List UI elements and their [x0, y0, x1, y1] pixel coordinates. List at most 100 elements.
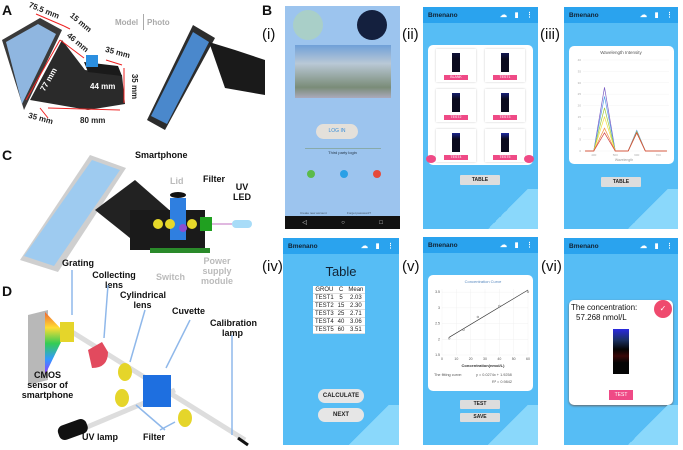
spectrum-series-blank [585, 131, 667, 152]
y-tick-label: 2.5 [435, 322, 440, 326]
more-icon[interactable]: ⋮ [526, 11, 533, 19]
home-icon[interactable]: ○ [341, 219, 345, 226]
test-button[interactable]: TEST [609, 390, 633, 400]
qq-icon[interactable] [340, 170, 348, 178]
screen-login: LOG IN Third party login Create new acco… [285, 6, 400, 229]
fitting-r-squared: R² = 0.9842 [492, 380, 512, 384]
delete-icon[interactable]: ▮ [514, 241, 519, 249]
panel-letter-a: A [2, 2, 13, 18]
dim-depth: 44 mm [90, 82, 116, 91]
check-fab-icon[interactable]: ✓ [654, 300, 672, 318]
campus-gate-image [295, 45, 391, 98]
wechat-icon[interactable] [307, 170, 315, 178]
label-lid: Lid [170, 176, 184, 186]
label-screen-vi: (vi) [541, 258, 562, 275]
y-tick-label: 30 [578, 81, 582, 85]
toggle-divider [143, 14, 144, 30]
label-switch: Switch [156, 272, 186, 282]
fit-line [449, 289, 529, 338]
cloud-upload-icon[interactable]: ☁ [640, 242, 647, 250]
more-icon[interactable]: ⋮ [526, 241, 533, 249]
app-bar: Bmenano ☁ ▮ ⋮ [283, 238, 399, 254]
x-tick-label: 0 [441, 357, 443, 361]
more-icon[interactable]: ⋮ [666, 11, 673, 19]
cmos-sensor [28, 310, 48, 385]
label-screen-v: (v) [402, 258, 420, 275]
delete-icon[interactable]: ▮ [654, 11, 659, 19]
data-point [498, 304, 501, 308]
data-point [476, 315, 479, 319]
sample-tile[interactable]: BLANK [436, 49, 476, 82]
label-uv-led: UV LED [233, 182, 251, 202]
fitting-equation: y = 0.0274x + 1.9258 [476, 373, 512, 377]
internal-structure-illustration [20, 155, 252, 272]
cloud-upload-icon[interactable]: ☁ [640, 11, 647, 19]
cylindrical-lens-part [118, 363, 132, 381]
third-party-login-label: Third party login [328, 150, 357, 155]
y-tick-label: 35 [578, 69, 582, 73]
optical-path-diagram [28, 270, 249, 447]
logo-left-icon [293, 10, 323, 40]
more-icon[interactable]: ⋮ [666, 242, 673, 250]
table-button[interactable]: TABLE [460, 175, 500, 185]
cloud-upload-icon[interactable]: ☁ [500, 11, 507, 19]
x-axis-label: Concentration(nmol/L) [462, 363, 506, 368]
sample-tile[interactable]: TEST4 [436, 129, 476, 162]
test-strip-image [613, 329, 629, 374]
dim-base: 80 mm [80, 116, 106, 125]
uv-lamp-part [57, 419, 88, 441]
label-screen-iii: (iii) [540, 26, 560, 43]
weibo-icon[interactable] [373, 170, 381, 178]
test-button[interactable]: TEST [460, 400, 500, 409]
spectrum [45, 312, 62, 375]
x-tick-label: 30 [483, 357, 487, 361]
y-tick-label: 10 [578, 126, 582, 130]
create-account-link[interactable]: Create new account [300, 211, 327, 215]
delete-icon[interactable]: ▮ [514, 11, 519, 19]
spectrum-chart: Wavelength Intensity 0510152025303540400… [578, 50, 669, 162]
x-tick-label: 60 [526, 357, 530, 361]
calculate-button[interactable]: CALCULATE [318, 389, 364, 403]
back-icon[interactable]: ◁ [302, 220, 307, 226]
app-bar: Bmenano ☁ ▮ ⋮ [423, 237, 538, 253]
table-button[interactable]: TABLE [601, 177, 641, 187]
sample-tile[interactable]: TEST2 [436, 89, 476, 122]
login-button[interactable]: LOG IN [316, 124, 358, 139]
next-fab[interactable] [524, 155, 534, 163]
prev-fab[interactable] [426, 155, 436, 163]
app-title: Bmenano [428, 241, 458, 249]
x-tick-label: 400 [591, 153, 596, 157]
x-axis-label: Wavelength [615, 158, 633, 162]
delete-icon[interactable]: ▮ [654, 242, 659, 250]
label-collecting-lens: Collecting lens [92, 270, 136, 290]
cloud-upload-icon[interactable]: ☁ [361, 242, 368, 250]
nav-bar: ◁ ○ □ [285, 216, 400, 229]
screen-samples: Bmenano ☁ ▮ ⋮ BLANK TEST1 TEST2 TEST3 TE… [423, 7, 538, 229]
x-tick-label: 600 [634, 153, 639, 157]
sample-tile[interactable]: TEST1 [485, 49, 525, 82]
dim-height: 35 mm [130, 73, 140, 100]
recents-icon[interactable]: □ [379, 219, 383, 226]
fitting-curve-label: The fitting curve: [434, 373, 463, 377]
sample-tile[interactable]: TEST5 [485, 129, 525, 162]
cuvette-part [143, 375, 171, 407]
label-cuvette: Cuvette [172, 306, 206, 316]
more-icon[interactable]: ⋮ [387, 242, 394, 250]
enclosure-body [30, 40, 125, 110]
panel-letter-d: D [2, 283, 13, 299]
delete-icon[interactable]: ▮ [375, 242, 380, 250]
y-tick-label: 3.5 [435, 290, 440, 294]
sample-tile[interactable]: TEST3 [485, 89, 525, 122]
concentration-label: The concentration: [571, 303, 638, 312]
label-screen-ii: (ii) [402, 26, 419, 43]
label-smartphone: Smartphone [135, 150, 188, 160]
cloud-upload-icon[interactable]: ☁ [500, 241, 507, 249]
forget-password-link[interactable]: Forget password? [347, 211, 372, 215]
x-tick-label: 700 [656, 153, 661, 157]
